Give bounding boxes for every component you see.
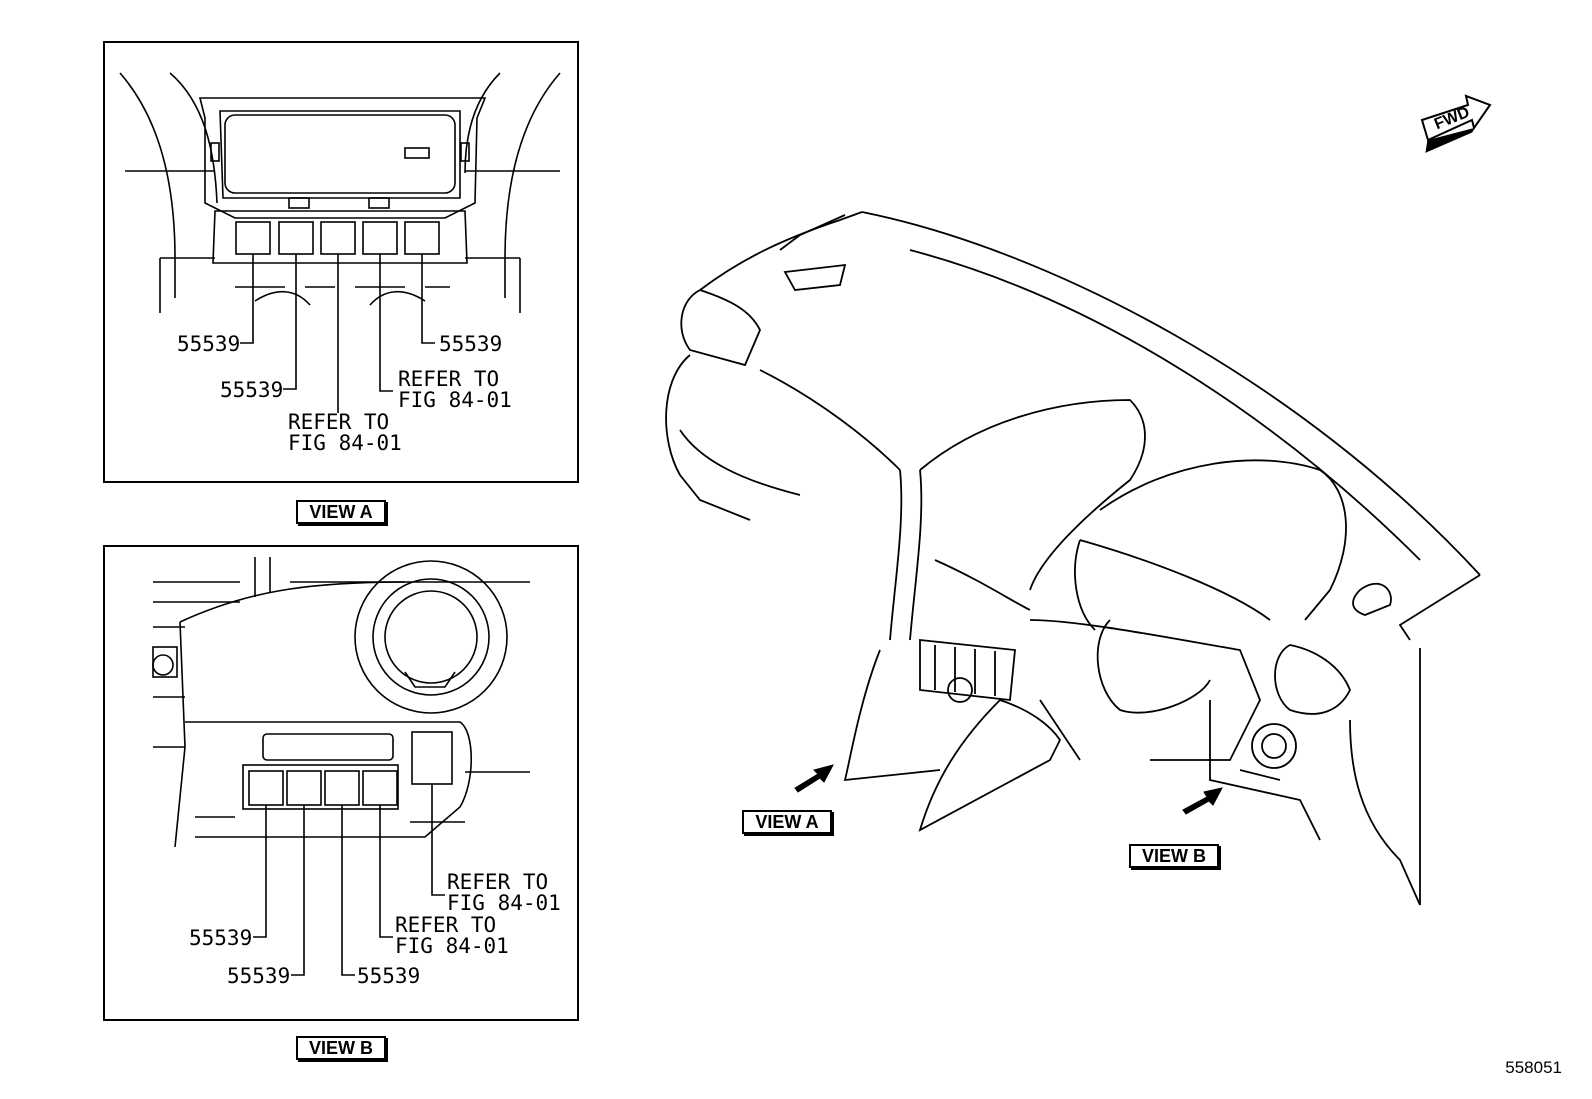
view-a-arrow-label: VIEW A: [742, 810, 832, 834]
view-a-title: VIEW A: [296, 500, 386, 524]
view-a-callout-5: 55539: [439, 332, 503, 356]
view-a-drawing: [119, 72, 561, 413]
view-a-callout-1: 55539: [177, 332, 241, 356]
view-b-callout-3: 55539: [357, 964, 421, 988]
view-b-callout-5: REFER TO FIG 84-01: [447, 870, 561, 915]
view-b-arrow-label: VIEW B: [1129, 844, 1219, 868]
view-b-drawing: [152, 557, 530, 976]
view-a-panel: 55539 55539 REFER TO FIG 84-01 REFER TO …: [103, 41, 579, 483]
view-a-callout-4: REFER TO FIG 84-01: [398, 367, 512, 412]
view-b-title: VIEW B: [296, 1036, 386, 1060]
view-a-callout-3: REFER TO FIG 84-01: [288, 410, 402, 455]
figure-number: 558051: [1505, 1058, 1562, 1077]
view-b-callout-4: REFER TO FIG 84-01: [395, 913, 509, 958]
view-b-callout-2: 55539: [227, 964, 291, 988]
view-a-callout-2: 55539: [220, 378, 284, 402]
fwd-label: FWD: [1431, 103, 1473, 134]
view-b-panel: 55539 55539 55539 REFER TO FIG 84-01 REF…: [103, 545, 579, 1021]
view-b-callout-1: 55539: [189, 926, 253, 950]
